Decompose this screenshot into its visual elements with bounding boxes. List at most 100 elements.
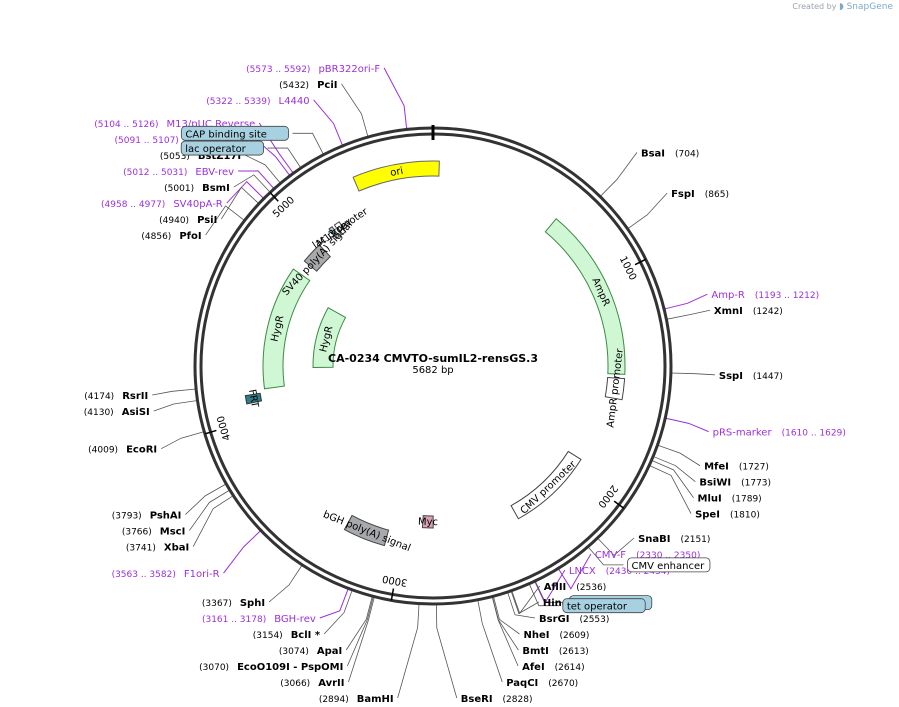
enzyme-position: (2828) (503, 695, 533, 705)
plasmid-title: CA-0234 CMVTO-sumIL2-rensGS.3 (328, 352, 538, 365)
primer-leader (383, 67, 408, 130)
enzyme-label: BmtI (2613) (522, 646, 588, 657)
credit-brand: SnapGene (846, 2, 893, 12)
primer-name: SV40pA-R (173, 199, 222, 210)
enzyme-label: (3074)ApaI (279, 646, 342, 657)
ruler-tick (390, 588, 395, 601)
primer-label: (5012 .. 5031)EBV-rev (123, 167, 234, 178)
enzyme-leader (189, 489, 231, 531)
enzyme-name: FspI (671, 189, 695, 200)
enzyme-label: SpeI(1810) (695, 510, 760, 521)
enzyme-leader (397, 603, 420, 699)
enzyme-leader (649, 465, 692, 514)
primer-leader (223, 530, 262, 574)
primer-name: M13/pUC Reverse (167, 119, 256, 130)
boxed-feature (180, 140, 265, 156)
primer-range: (5012 .. 5031) (123, 168, 187, 178)
enzyme-leader (491, 596, 519, 667)
enzyme-label: MluI(1789) (698, 494, 762, 505)
enzyme-position: (3074) (279, 647, 309, 657)
enzyme-leader (323, 589, 353, 635)
feature-m13-rev (328, 226, 340, 240)
enzyme-leader (657, 444, 701, 467)
enzyme-name: EcoRI (126, 445, 157, 456)
primer-range: (5322 .. 5339) (206, 97, 270, 107)
enzyme-name: BsrGI (539, 614, 569, 625)
enzyme-position: (2151) (680, 535, 710, 545)
enzyme-name: AvrII (318, 678, 344, 689)
enzyme-position: (2614) (555, 663, 585, 673)
enzyme-name: BsaI (641, 148, 665, 159)
ruler-tick-label: 4000 (216, 414, 234, 442)
box-leader (534, 580, 566, 604)
enzyme-leader (507, 591, 536, 619)
enzyme-position: (2613) (559, 647, 589, 657)
enzyme-leader (652, 456, 696, 483)
feature-label: FRT (246, 389, 260, 410)
primer-name: F1ori-R (184, 569, 220, 580)
primer-range: (1610 .. 1629) (782, 429, 846, 439)
primer-name: CMV-F (595, 550, 626, 561)
enzyme-leader (185, 483, 227, 515)
feature-ampr (544, 218, 626, 375)
enzyme-name: SspI (719, 371, 743, 382)
primer-leader (663, 293, 708, 310)
boxed-feature (627, 557, 711, 573)
enzyme-name: XmnI (714, 306, 743, 317)
enzyme-leader (599, 152, 638, 197)
primer-leader (319, 588, 349, 619)
enzyme-leader (346, 596, 374, 667)
enzyme-position: (2670) (548, 679, 578, 689)
enzyme-position: (3154) (253, 631, 283, 641)
enzyme-leader (221, 186, 260, 220)
enzyme-label: FspI (865) (671, 189, 729, 200)
enzyme-label: (5053)BstZ17I (160, 151, 241, 162)
feature-hygr (312, 307, 347, 369)
primer-label: CMV-F(2330 .. 2350) (595, 550, 701, 561)
enzyme-position: (1810) (730, 511, 760, 521)
primer-range: (1193 .. 1212) (755, 291, 819, 301)
box-leader (587, 546, 624, 566)
ruler-tick (269, 192, 279, 202)
enzyme-name: EcoO109I (237, 662, 290, 673)
enzyme-name: RsrII (122, 391, 148, 402)
primer-name: LNCX (569, 566, 596, 577)
box-leader (267, 147, 302, 169)
primer-label: (4958 .. 4977)SV40pA-R (101, 199, 223, 210)
enzyme-position: (3367) (202, 599, 232, 609)
feature-myc (421, 515, 434, 529)
primer-range: (5091 .. 5107) (115, 136, 179, 146)
feature-lac-promoter (333, 221, 347, 236)
enzyme-position: (5432) (279, 81, 309, 91)
enzyme-position: (3070) (199, 663, 229, 673)
enzyme-label: MfeI(1727) (704, 462, 769, 473)
enzyme-name: BmtI (522, 646, 549, 657)
primer-name: BGH-rev (274, 614, 316, 625)
enzyme-position: (1242) (753, 307, 783, 317)
enzyme-label: (4130)AsiSI (84, 407, 150, 418)
primer-range: (3563 .. 3582) (112, 570, 176, 580)
ruler-tick-label: 3000 (381, 573, 408, 588)
enzyme-label: (3766)MscI (122, 527, 186, 538)
enzyme-position: (1447) (753, 372, 783, 382)
enzyme-position: (4940) (159, 216, 189, 226)
primer-leader (313, 99, 344, 146)
feature-hygr (262, 268, 311, 390)
enzyme-name: PciI (317, 80, 337, 91)
enzyme-label: (4009)EcoRI (88, 445, 157, 456)
enzyme-leader (152, 388, 197, 396)
enzyme-position: (865) (705, 190, 729, 200)
enzyme-name: BclI * (291, 630, 321, 641)
feature-label: lac promoter (311, 206, 371, 251)
enzyme-name: NheI (523, 630, 549, 641)
enzyme-leader (651, 459, 694, 498)
enzyme-name: BsmI (202, 183, 230, 194)
enzyme-label: (3154) BclI * (253, 630, 321, 641)
enzyme-leader (348, 596, 375, 683)
enzyme-name: BstZ17I (198, 151, 241, 162)
box-leader (292, 132, 324, 155)
enzyme-leader (493, 596, 520, 635)
enzyme-leader (160, 431, 205, 450)
ruler-tick (634, 258, 647, 266)
